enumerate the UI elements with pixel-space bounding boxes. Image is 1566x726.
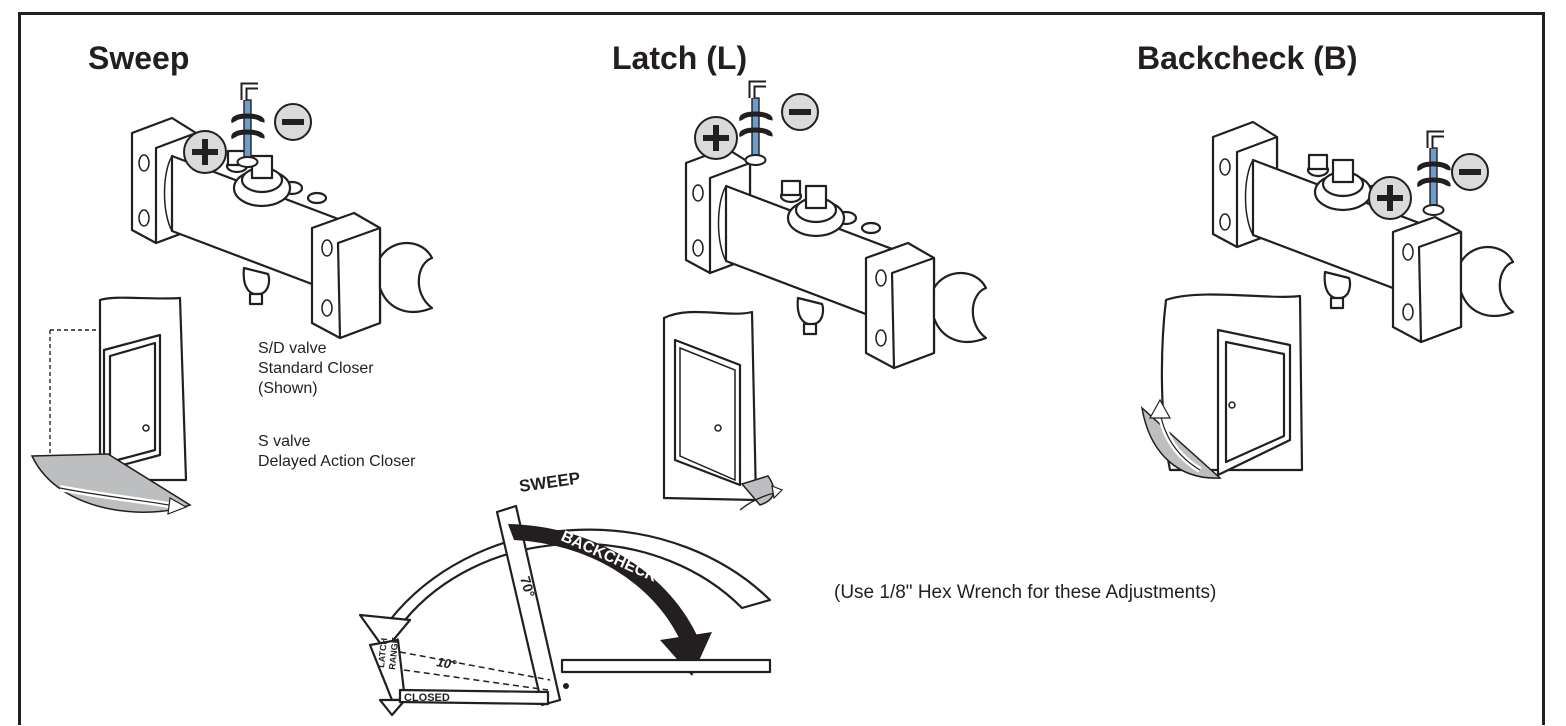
- latch-door-illustration: [662, 310, 784, 511]
- angle-10-label: 10°: [435, 654, 458, 672]
- backcheck-plus-icon: [1368, 176, 1412, 220]
- latch-minus-icon: [781, 93, 819, 131]
- closed-label: CLOSED: [404, 692, 450, 704]
- backcheck-heading: Backcheck (B): [1137, 40, 1358, 76]
- latch-range-label-line2: RANGE: [387, 637, 400, 670]
- sweep-minus-icon: [274, 103, 312, 141]
- delayed-action-label: Delayed Action Closer: [258, 453, 416, 470]
- latch-hex-wrench-icon: [742, 84, 770, 165]
- sweep-arc-label: SWEEP: [518, 469, 581, 496]
- backcheck-hex-wrench-icon: [1420, 134, 1448, 215]
- shown-label: (Shown): [258, 380, 318, 397]
- backcheck-door-illustration: [1140, 293, 1304, 479]
- closing-speed-arc-diagram: [358, 504, 772, 717]
- backcheck-minus-icon: [1451, 153, 1489, 191]
- hex-wrench-note: (Use 1/8" Hex Wrench for these Adjustmen…: [834, 582, 1217, 603]
- angle-70-label: 70°: [517, 574, 538, 599]
- latch-heading: Latch (L): [612, 40, 748, 76]
- sweep-heading: Sweep: [88, 40, 190, 76]
- standard-closer-label: Standard Closer: [258, 360, 374, 377]
- sweep-door-illustration: [30, 296, 192, 515]
- latch-plus-icon: [694, 116, 738, 160]
- sweep-plus-icon: [183, 130, 227, 174]
- latch-range-label-line1: LATCH: [376, 637, 389, 668]
- sd-valve-label: S/D valve: [258, 340, 327, 357]
- s-valve-label: S valve: [258, 433, 311, 450]
